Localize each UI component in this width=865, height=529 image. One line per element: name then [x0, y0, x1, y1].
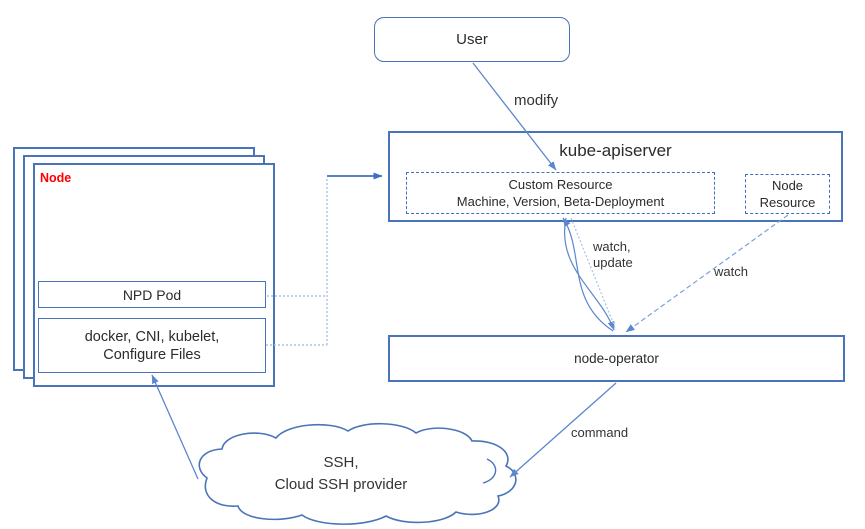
watch-update-label-line-1: watch,: [593, 239, 631, 254]
cloud-fold-icon: [482, 458, 497, 484]
components-line-1: docker, CNI, kubelet,: [84, 328, 220, 345]
modify-label: modify: [514, 92, 559, 109]
cloud-label-line-2: Cloud SSH provider: [274, 476, 408, 493]
components-line-2: Configure Files: [103, 346, 201, 363]
npd-pod-box: NPD Pod: [38, 281, 266, 308]
watch-update-dotted-line: [570, 217, 617, 331]
cloud-to-node-arrow: [151, 374, 199, 480]
watch-arrow: [625, 214, 789, 333]
kube-apiserver-box: kube-apiserver: [388, 131, 843, 222]
watch-update-label-line-2: update: [593, 255, 633, 270]
user-label: User: [456, 31, 488, 48]
cloud-label: SSH, Cloud SSH provider: [231, 452, 451, 496]
node-resource-line-2: Resource: [759, 195, 816, 210]
node-resource-line-1: Node: [771, 178, 804, 193]
npd-pod-label: NPD Pod: [122, 286, 182, 303]
watch-label: watch: [714, 264, 748, 279]
node-resource-box: Node Resource: [745, 174, 830, 214]
node-label: Node: [40, 171, 72, 185]
node-operator-label: node-operator: [574, 351, 659, 366]
command-label: command: [571, 425, 629, 440]
kube-apiserver-title: kube-apiserver: [559, 141, 672, 160]
custom-resource-line-1: Custom Resource: [508, 177, 613, 192]
custom-resource-box: Custom Resource Machine, Version, Beta-D…: [406, 172, 715, 214]
watch-update-curve-up: [562, 217, 614, 332]
custom-resource-line-2: Machine, Version, Beta-Deployment: [456, 194, 665, 209]
node-operator-box: node-operator: [388, 335, 845, 382]
cloud-label-line-1: SSH,: [323, 454, 359, 471]
components-box: docker, CNI, kubelet, Configure Files: [38, 318, 266, 373]
user-box: User: [374, 17, 570, 62]
watch-update-curve-down: [563, 217, 615, 331]
